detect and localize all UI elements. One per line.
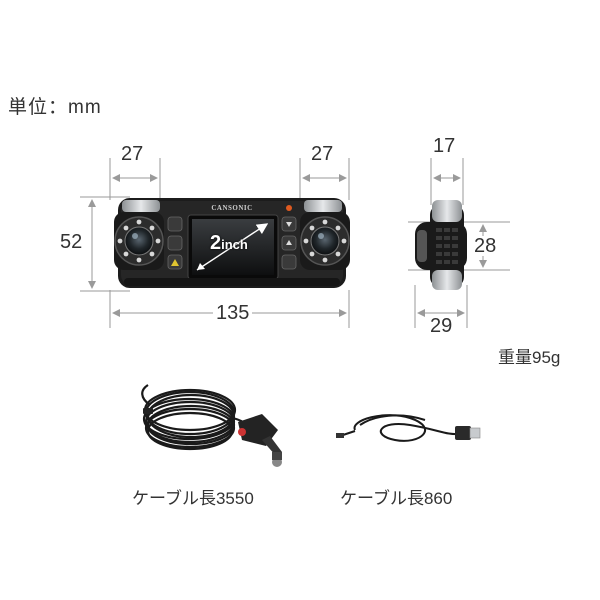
car-charger-cable-image bbox=[141, 384, 249, 451]
screen-size-unit: inch bbox=[221, 237, 248, 252]
left-buttons bbox=[167, 216, 183, 270]
cable-length-label-1: ケーブル長3550 bbox=[132, 489, 254, 508]
unit-label: 単位：mm bbox=[8, 97, 102, 118]
record-led bbox=[286, 205, 292, 211]
dim-right-camera-width: 27 bbox=[311, 143, 334, 165]
usb-connector bbox=[469, 427, 481, 439]
dim-total-width: 135 bbox=[213, 303, 253, 323]
weight-label: 重量95g bbox=[498, 348, 561, 367]
screen-size-label: 2inch bbox=[210, 232, 248, 255]
car-charger-plug bbox=[143, 408, 282, 467]
dimension-lines-front bbox=[80, 158, 350, 328]
dim-side-depth: 29 bbox=[430, 315, 453, 337]
ir-led-ring-right bbox=[303, 219, 347, 263]
dim-height: 52 bbox=[60, 231, 83, 253]
cable-length-label-2: ケーブル長860 bbox=[340, 489, 453, 508]
ir-led-ring-left bbox=[117, 219, 161, 263]
dim-side-height: 28 bbox=[472, 235, 499, 257]
dim-left-camera-width: 27 bbox=[121, 143, 144, 165]
usb-cable-image bbox=[339, 414, 461, 442]
usb-plug-body bbox=[455, 426, 471, 440]
dashcam-side-view bbox=[415, 200, 467, 290]
dim-side-width: 17 bbox=[433, 135, 456, 157]
screen-size-number: 2 bbox=[210, 232, 222, 254]
dashcam-front-view: CANSONIC bbox=[114, 198, 350, 288]
brand-logo: CANSONIC bbox=[211, 204, 252, 212]
right-buttons bbox=[281, 216, 297, 270]
